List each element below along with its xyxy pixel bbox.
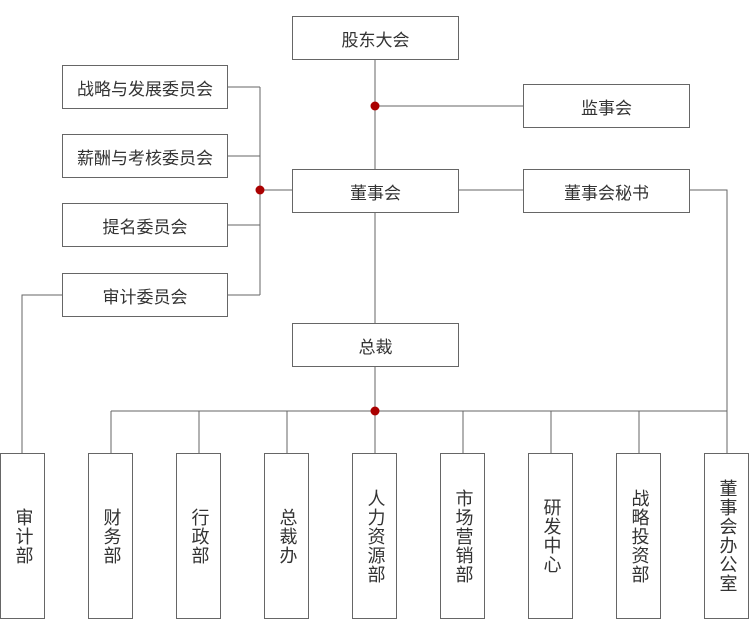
node-department: 战略投资部	[616, 453, 661, 619]
node-department: 财务部	[88, 453, 133, 619]
junction-dot-departments	[370, 406, 380, 416]
node-committee: 提名委员会	[62, 203, 228, 247]
line-secretary-office	[690, 189, 728, 453]
node-president: 总裁	[292, 323, 459, 367]
junction-dot-committees	[255, 185, 265, 195]
node-department: 人力资源部	[352, 453, 397, 619]
node-department: 行政部	[176, 453, 221, 619]
node-committee: 薪酬与考核委员会	[62, 134, 228, 178]
node-committee: 战略与发展委员会	[62, 65, 228, 109]
node-department: 审计部	[0, 453, 45, 619]
node-board-secretary: 董事会秘书	[523, 169, 690, 213]
node-department: 总裁办	[264, 453, 309, 619]
node-board: 董事会	[292, 169, 459, 213]
node-committee: 审计委员会	[62, 273, 228, 317]
node-department: 研发中心	[528, 453, 573, 619]
node-department: 市场营销部	[440, 453, 485, 619]
node-department: 董事会办公室	[704, 453, 749, 619]
node-shareholders: 股东大会	[292, 16, 459, 60]
node-supervisors: 监事会	[523, 84, 690, 128]
junction-dot-supervisors	[370, 101, 380, 111]
line-audit-dept	[21, 294, 62, 453]
